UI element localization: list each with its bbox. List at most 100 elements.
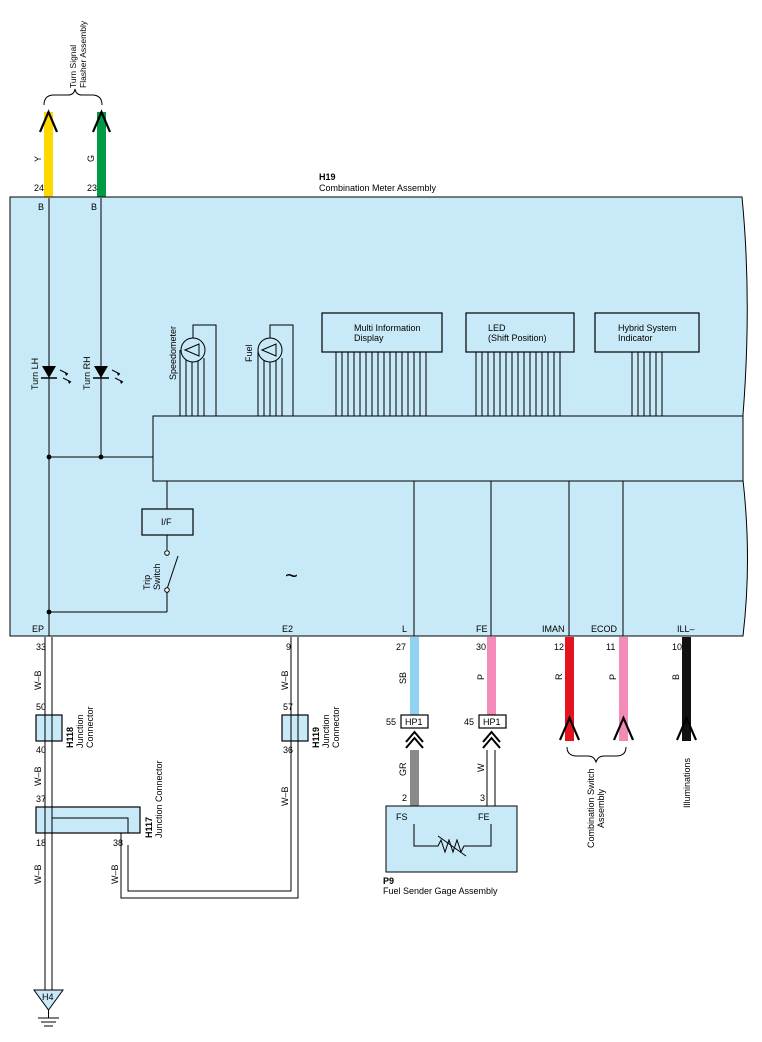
ground-triangle [33,989,64,1011]
pin-33: 33 [36,642,46,652]
pin-10: 10 [672,642,682,652]
trip-switch-contact-bottom [164,587,170,593]
wire-r [565,637,574,741]
hp1-label-45: HP1 [483,717,501,727]
h117-pin-38: 38 [113,838,123,848]
hybrid-system-indicator-box [594,312,700,353]
wire-label-wb-1: W–B [33,670,43,690]
connector-arrow-23 [91,109,112,133]
speedometer-label: Speedometer [168,326,178,380]
p9-code: P9 [383,876,394,886]
wire-y [44,112,53,198]
h117-connector-box [35,806,141,834]
if-box [141,508,194,536]
hp1-connector-45 [478,714,507,729]
wire-p-1 [487,637,496,715]
trip-switch-label-line1: Trip [142,575,152,590]
turn-lh-label: Turn LH [30,358,40,390]
h119-wire-label: W–B [280,786,290,806]
wire-label-p-2: P [608,674,618,680]
flasher-label-line2: Flasher Assembly [78,20,88,88]
connector-arrow-24 [38,109,59,133]
ac-symbol: ~ [285,563,298,588]
wire-label-w: W [476,763,486,772]
h117-pin-18: 18 [36,838,46,848]
trip-switch-contact-top [164,550,170,556]
mid-label-line1: Multi Information [354,323,421,333]
terminal-e2: E2 [282,624,293,634]
meter-internal-wiring [48,198,624,636]
h117-wire-label-b: W–B [110,864,120,884]
wire-b [682,637,691,741]
h117-pin-37: 37 [36,794,46,804]
fuel-gauge-icon [257,324,294,416]
led-bus-lines [475,352,561,416]
pin-11: 11 [606,642,615,652]
terminal-iman: IMAN [542,624,565,634]
h119-label-line1: Junction [321,714,331,748]
wire-label-wb-2: W–B [280,670,290,690]
pin-27: 27 [396,642,406,652]
trip-switch-label-line2: Switch [152,563,162,590]
h119-connector-box [281,714,309,742]
h118-pin-50: 50 [36,702,46,712]
h118-wire-label: W–B [33,766,43,786]
h117-wire-label-a: W–B [33,864,43,884]
junction-dot-3 [46,609,52,615]
illuminations-label: Illuminations [682,757,692,808]
ground-label: H4 [42,992,54,1002]
terminal-b-left: B [38,202,44,212]
h119-pin-57: 57 [283,702,293,712]
if-label: I/F [161,517,172,527]
junction-dot-2 [98,454,104,460]
hsi-label-line2: Indicator [618,333,653,343]
hp1-double-arrow-55 [405,730,424,749]
h119-pin-36: 36 [283,745,293,755]
wire-label-gr: GR [398,762,408,776]
h117-internal [44,807,129,845]
flasher-label-line1: Turn Signal [68,45,78,88]
flasher-label-group: Turn Signal Flasher Assembly [43,20,103,106]
turn-rh-led-icon [93,366,124,384]
h119-code: H119 [311,727,321,748]
h118-label-line2: Connector [85,706,95,748]
wire-label-p-1: P [476,674,486,680]
pin-12: 12 [554,642,564,652]
wire-label-g: G [86,155,96,162]
mid-bus-lines [335,352,427,416]
meter-name: Combination Meter Assembly [319,183,437,193]
terminal-ep: EP [32,624,44,634]
wire-label-sb: SB [398,672,408,684]
pin-55: 55 [386,717,396,727]
h117-name: Junction Connector [154,760,164,838]
hp1-connector-55 [400,714,429,729]
led-shift-position-box [465,312,575,353]
pin-30: 30 [476,642,486,652]
combo-switch-label-line1: Combination Switch [586,768,596,848]
terminal-ecod: ECOD [591,624,618,634]
terminal-l: L [402,624,407,634]
wire-label-y: Y [33,156,43,162]
turn-lh-led-icon [41,366,72,384]
fuel-sender-resistor-icon [413,824,492,857]
wire-g [97,112,106,198]
pin-23: 23 [87,183,97,193]
pin-3: 3 [480,793,485,803]
h118-label-line1: Junction [75,714,85,748]
combo-switch-brace [566,746,627,764]
led-label-line2: (Shift Position) [488,333,547,343]
terminal-b-right: B [91,202,97,212]
wb-wire-e2 [120,637,299,899]
hp1-label-55: HP1 [405,717,423,727]
speedometer-gauge-icon [179,324,217,416]
wire-w [486,750,496,806]
h117-code: H117 [144,817,154,838]
turn-rh-label: Turn RH [82,356,92,390]
wire-sb [410,637,419,715]
led-label-line1: LED [488,323,506,333]
p9-name: Fuel Sender Gage Assembly [383,886,498,896]
mid-label-line2: Display [354,333,384,343]
pin-9: 9 [286,642,291,652]
fuel-sender-gage-box [385,805,518,873]
